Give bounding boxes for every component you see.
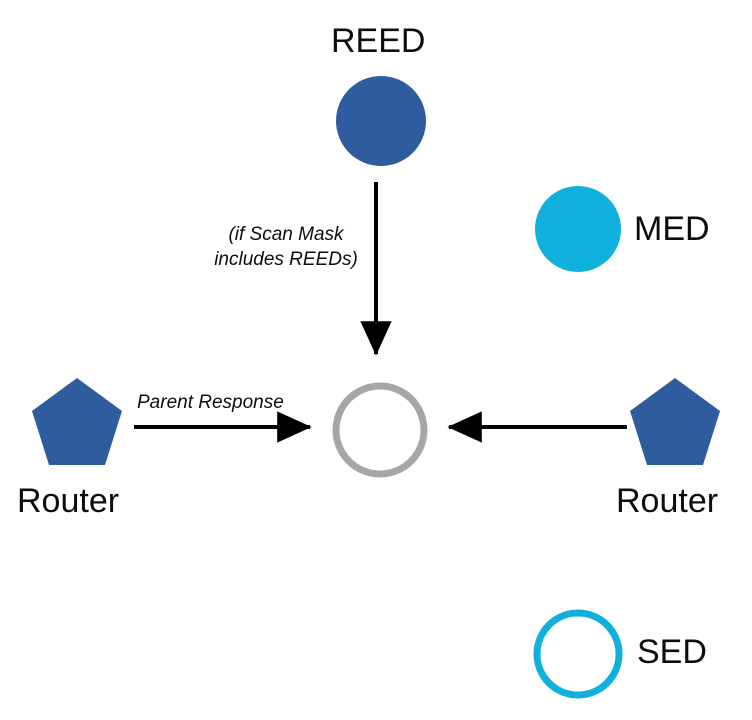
node-router-left-shape[interactable] [32, 378, 122, 465]
node-center-shape[interactable] [332, 382, 428, 478]
node-label-reed: REED [331, 22, 426, 60]
node-med-shape[interactable] [535, 186, 621, 272]
edge-label-scan-mask: (if Scan Mask includes REEDs) [214, 224, 358, 270]
node-reed-shape[interactable] [336, 76, 426, 166]
node-label-router-right: Router [616, 482, 719, 520]
node-label-sed: SED [637, 633, 707, 671]
node-label-med: MED [634, 210, 710, 248]
node-sed-shape[interactable] [533, 609, 623, 699]
node-router-right-shape[interactable] [630, 378, 720, 465]
node-label-router-left: Router [17, 482, 120, 520]
edge-label-parent-response: Parent Response [137, 392, 284, 413]
